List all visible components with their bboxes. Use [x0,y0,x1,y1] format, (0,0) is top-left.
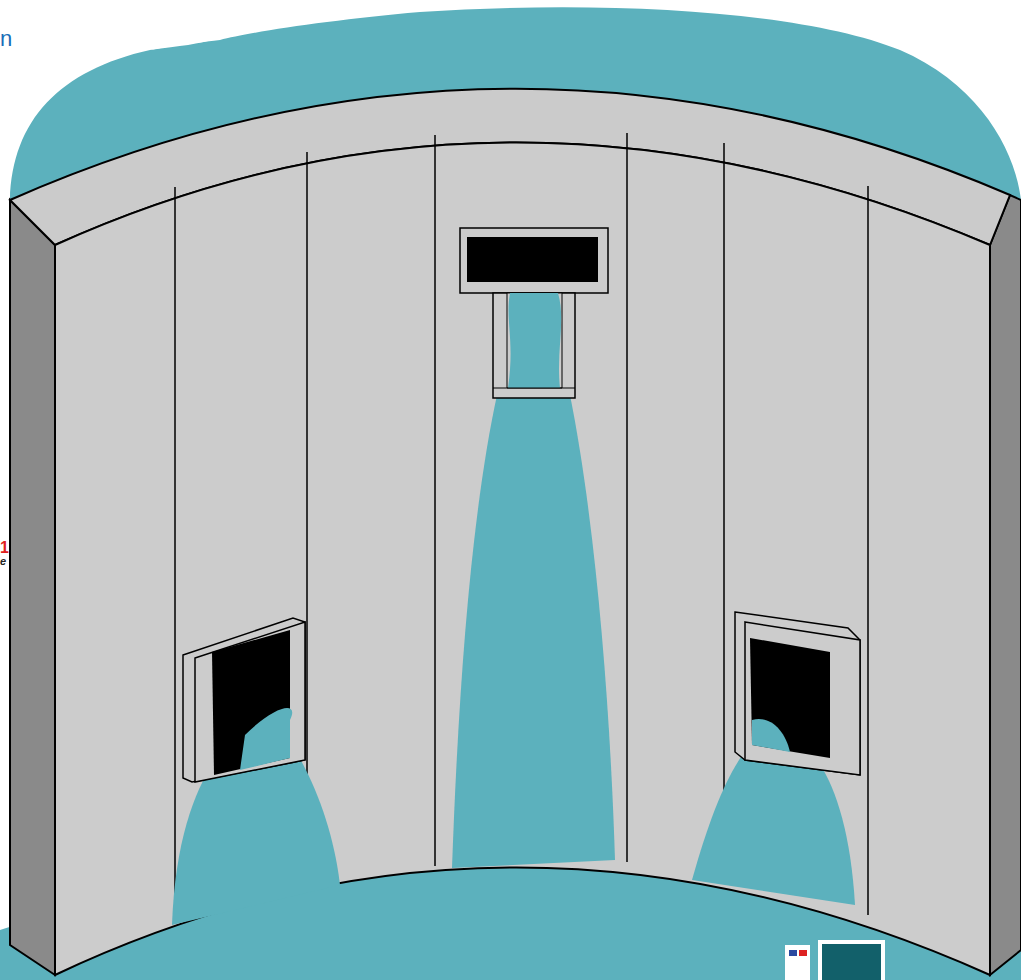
fragment-text: e [0,556,6,567]
chute [493,293,575,398]
wall-side [990,195,1021,975]
fragment-text: n [0,28,12,50]
logo [818,940,885,980]
water-jet [452,395,615,868]
wall-face [55,143,990,976]
outlet-opening [467,237,598,282]
chute-inner [507,293,562,388]
logo [785,945,810,980]
callout-number: 1 [0,540,9,556]
outlet-frame [735,612,860,775]
outlet-frame [460,228,608,293]
water-chute [508,293,561,388]
outlet-opening [750,638,830,758]
swoosh [150,39,215,50]
wall-side [10,200,55,975]
outlet-frame [183,618,305,782]
